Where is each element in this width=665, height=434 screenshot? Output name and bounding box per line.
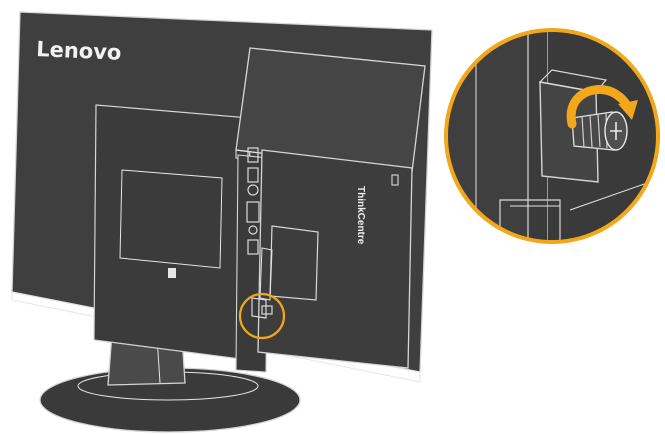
clockwise-arrow-icon [566, 85, 638, 129]
tiny-pc: ThinkCentre [246, 147, 413, 369]
vesa-mount-plate [93, 104, 251, 361]
warning-label-icon [168, 268, 176, 278]
displayport-icon [246, 201, 260, 223]
zoom-callout [444, 28, 660, 244]
usb-port-icon [247, 147, 259, 163]
usb-port-icon [247, 239, 259, 255]
screw-location-marker [238, 292, 286, 340]
thumbscrew-zoomed [571, 111, 628, 151]
usb-port-icon [247, 167, 259, 183]
tiny-pc-body [257, 149, 413, 369]
callout-large-ring [444, 28, 660, 244]
tiny-pc-brand-logo: ThinkCentre [355, 186, 366, 245]
audio-port-icon [247, 184, 259, 196]
thumbscrew-icon [261, 305, 273, 315]
callout-small-ring [238, 292, 286, 340]
monitor-brand-logo: Lenovo [36, 37, 122, 65]
power-port-icon [248, 225, 258, 235]
monitor-stand [39, 104, 301, 433]
rear-io-ports [246, 147, 260, 255]
